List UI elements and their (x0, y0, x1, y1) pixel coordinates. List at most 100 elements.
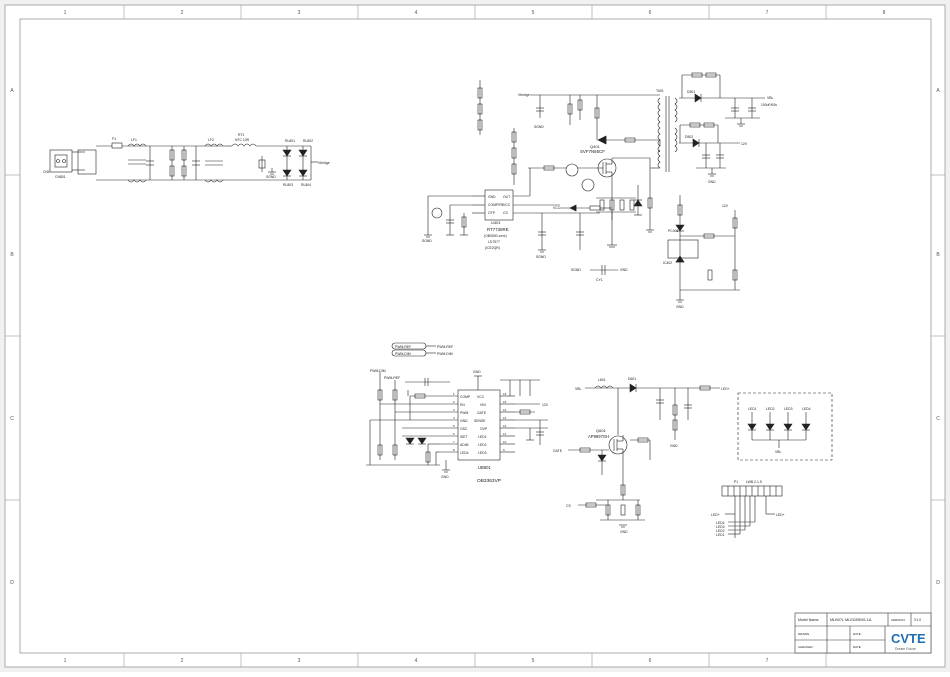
connector-part: LWB 2-1.5 (746, 480, 762, 484)
led-ic-pinnum-9: 9 (503, 448, 505, 452)
ac-connector (49, 149, 73, 173)
connector-plus-net: LED+ (776, 513, 785, 517)
zone-row-d-right: D (936, 580, 940, 586)
bridge-diode-3: RL803 (283, 183, 293, 187)
fb-12v: 12V (722, 204, 729, 208)
vbridge-net: Vbridge (518, 93, 530, 97)
boost-inductor-label: L601 (598, 378, 606, 382)
ac-connector-label: CN1 (43, 170, 50, 174)
boost-section (568, 383, 720, 528)
opto-label: PC401 (668, 229, 678, 233)
boost-vbl-net: VBL (575, 387, 582, 391)
zone-row-c-right: C (936, 416, 940, 422)
zone-row-a-right: A (936, 88, 940, 94)
led-ic-pinnum-15: 15 (503, 400, 507, 404)
led-ic-pin-gnd: GND (460, 419, 468, 423)
model-value: MLB07L MLED5SNS-1A (830, 618, 872, 622)
v12-output-net: 12V (741, 142, 748, 146)
cvte-logo: CVTE Dream Future (891, 631, 926, 651)
led-box-label-4: LED4 (802, 407, 811, 411)
led-ic-pin-led1: LED1 (478, 435, 487, 439)
zone-col-3-bottom: 3 (298, 658, 301, 664)
connector-pin-led1: LED1 (716, 533, 725, 537)
led-ic-pin-comp: COMP (460, 395, 471, 399)
led-drv-gnd-top: GND (473, 370, 481, 374)
led-ic-pinnum-11: 11 (503, 432, 506, 436)
version-value: V1.0 (914, 618, 921, 622)
mosfet-part: SVF7N65CF (580, 149, 605, 154)
mosfet-ref: Q401 (590, 144, 601, 149)
vbl-cap-value: 100uF/63v (761, 103, 777, 107)
vbridge-label: Vbridge (318, 161, 330, 165)
zone-row-c: C (10, 416, 14, 422)
zone-col-1-bottom: 1 (64, 658, 67, 664)
led-connector (721, 485, 783, 538)
pwm-ref-tag: PWM-REF (395, 345, 411, 349)
zone-col-4-bottom: 4 (415, 658, 418, 664)
vcc-net: VCC (553, 206, 561, 210)
zone-col-3: 3 (298, 10, 301, 16)
led-box-label-3: LED3 (784, 407, 793, 411)
led-ic-pin-ovp: OVP (480, 427, 488, 431)
out-gnd: GND (708, 180, 716, 184)
zone-col-5-bottom: 5 (532, 658, 535, 664)
pwm-sgnd-2: SGND (536, 255, 546, 259)
ac-gnd-label: SGND (266, 175, 276, 179)
zone-col-4: 4 (415, 10, 418, 16)
boost-led-plus-net: LED+ (721, 387, 730, 391)
cy1-gnd: GND (620, 268, 628, 272)
connector-ref: P1 (734, 480, 738, 484)
zone-col-2: 2 (181, 10, 184, 16)
zone-row-d: D (10, 580, 14, 586)
zone-row-a: A (10, 88, 14, 94)
led-ic-pinnum-3: 3 (453, 408, 455, 412)
pwm-pin-comp: COMP/FB (488, 203, 504, 207)
zone-col-7: 7 (766, 10, 769, 16)
ntc-label: RT1 (238, 133, 244, 137)
connector-pin-led3: LED3 (716, 525, 725, 529)
pwm-section (424, 80, 678, 275)
led-ic-pinnum-12: 12 (503, 424, 507, 428)
pwm-ic-ref: U401 (491, 220, 501, 225)
transformer-label: T601 (656, 89, 664, 93)
tl431-label: IC402 (663, 261, 672, 265)
cy1-label: CY1 (596, 278, 603, 282)
led-drv-pwmdim-net: PWM-DIM (370, 369, 386, 373)
led-driver-ref: UB601 (478, 465, 491, 470)
led-ic-pinnum-5: 5 (453, 424, 455, 428)
checked-date-label: DATE (853, 645, 861, 649)
led-ic-pin-vcc: VCC (477, 395, 485, 399)
led-ic-pin-led3: LED3 (478, 451, 487, 455)
led-ic-pin-gate: GATE (477, 411, 487, 415)
connector-pin-led2: LED2 (716, 529, 725, 533)
led-driver-part: OB3363VP (477, 478, 501, 484)
led-ic-pinnum-4: 4 (453, 416, 455, 420)
pwm-pin-out: OUT (503, 195, 510, 199)
output-diode-1: D501 (687, 90, 695, 94)
led-strings-box (737, 392, 833, 461)
drawn-date-label: DATE (853, 632, 861, 636)
led-ic-pinnum-2: 2 (453, 400, 455, 404)
bridge-diode-1: RL801 (285, 139, 295, 143)
cvte-logo-text: CVTE (891, 631, 926, 646)
led-driver-ic-body (457, 389, 501, 461)
output-diode-2: D502 (685, 135, 693, 139)
boost-diode-label: D601 (628, 377, 636, 381)
fb-gnd: GND (676, 305, 684, 309)
secondary-output-section (667, 72, 765, 303)
led-box-vbl: VBL (775, 450, 782, 454)
pwm-ic-note2: LD7577 (488, 240, 500, 244)
led-ic-pin-iset: ISET (460, 435, 468, 439)
bridge-diode-4: RL804 (301, 183, 311, 187)
led-ic-pin-pwm: PWM (460, 411, 468, 415)
led-ic-pinnum-8: 8 (453, 448, 455, 452)
led-box-label-1: LED1 (748, 407, 757, 411)
led-ic-pinnum-6: 6 (453, 432, 455, 436)
version-label: VERSION: (891, 618, 906, 622)
boost-mosfet-part: AP9997GH (588, 434, 609, 439)
led-drv-gnd-bottom: GND (441, 475, 449, 479)
ntc-value: NTC 10R (235, 138, 250, 142)
boost-mosfet-ref: Q601 (596, 428, 607, 433)
pwm-pin-otp: OTP (488, 211, 496, 215)
